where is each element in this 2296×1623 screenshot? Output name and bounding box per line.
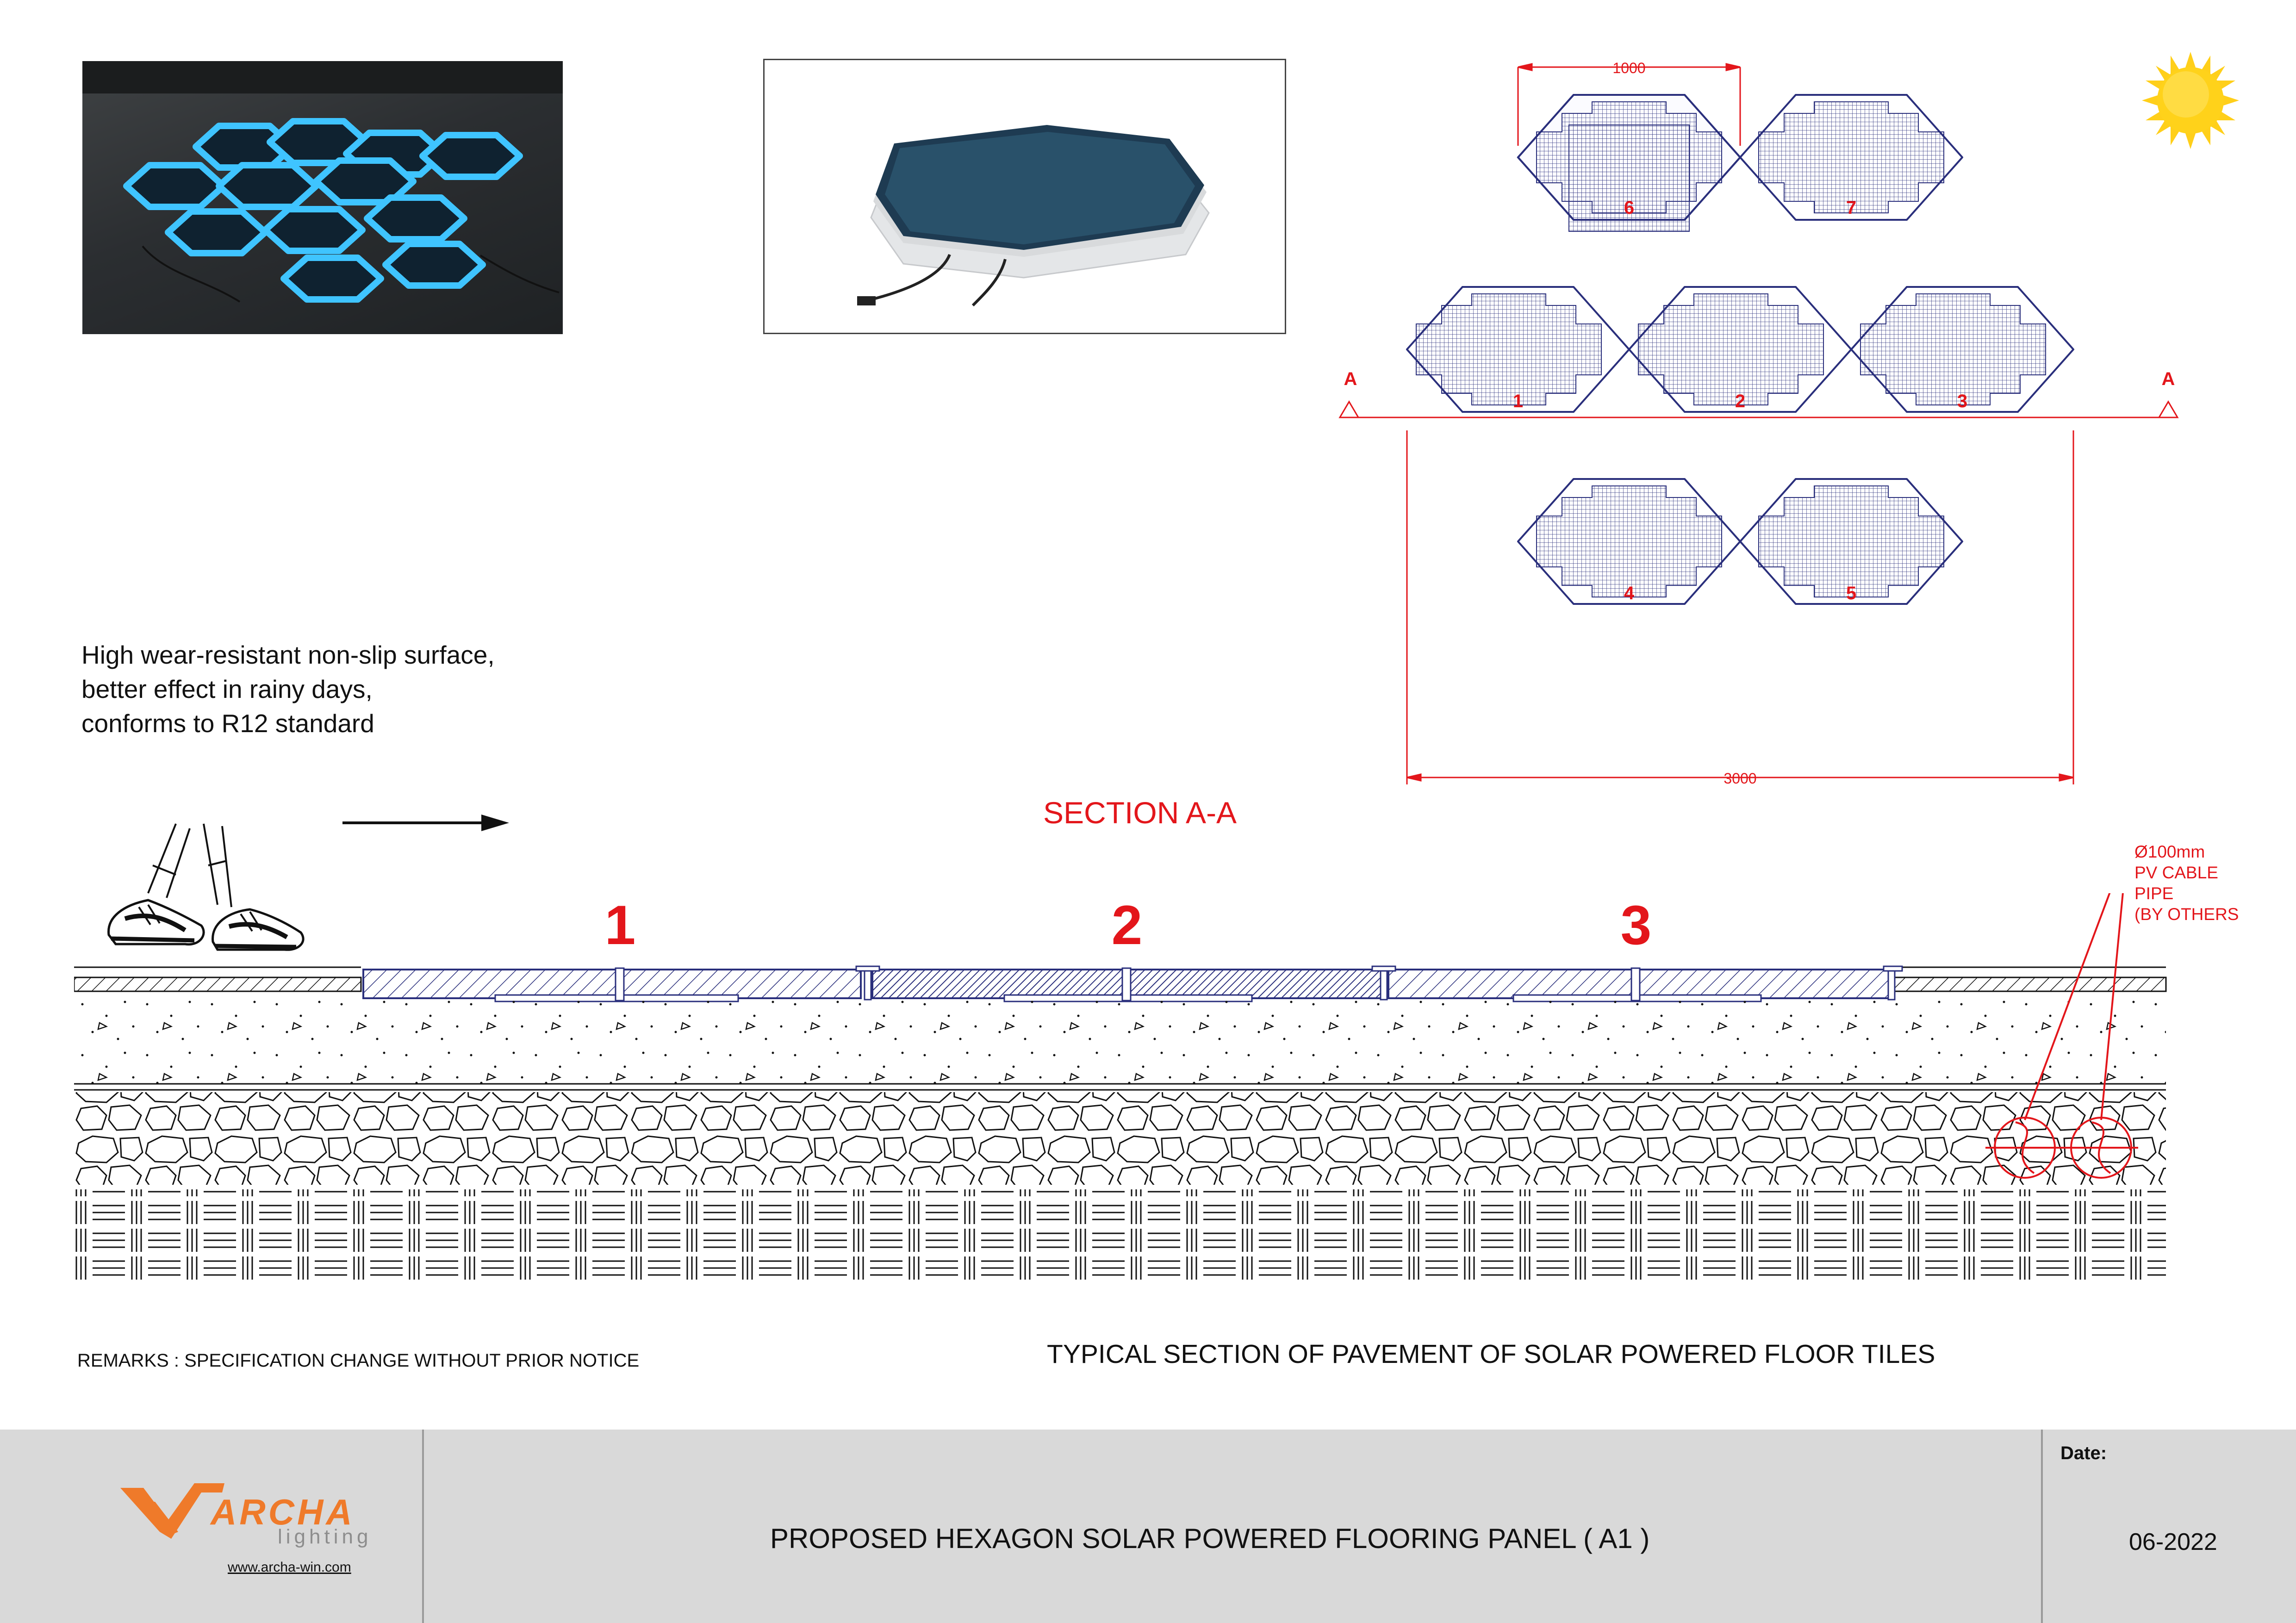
section-marker-left: A: [1344, 369, 1357, 389]
section-marker-right: A: [2162, 369, 2175, 389]
walking-feet-icon: [107, 823, 305, 951]
hex-outline-5: [1739, 478, 1963, 605]
photo-hex-panel-product: [763, 59, 1286, 334]
pipe-note-line-1: Ø100mm: [2134, 842, 2205, 861]
remarks-text: REMARKS : SPECIFICATION CHANGE WITHOUT P…: [77, 1350, 640, 1371]
drawing-title: PROPOSED HEXAGON SOLAR POWERED FLOORING …: [770, 1523, 1650, 1554]
feature-line-3: conforms to R12 standard: [81, 709, 374, 738]
section-title: SECTION A-A: [1043, 796, 1237, 830]
dim-top-label: 1000: [1612, 60, 1645, 76]
hex-outline-7: [1739, 94, 1963, 221]
section-tile-label-1: 1: [605, 894, 636, 956]
archa-logo-icon: [120, 1483, 224, 1539]
feature-description: High wear-resistant non-slip surface, be…: [81, 638, 495, 740]
title-block: [0, 1430, 2296, 1623]
glowing-tiles-illustration: [82, 61, 563, 303]
dim-bottom-label: 3000: [1724, 770, 1756, 787]
hex-label-2: 2: [1735, 391, 1745, 411]
sun-icon: [2142, 52, 2239, 149]
hexagon-layout-plan: 1000: [1338, 60, 2179, 787]
hex-label-6: 6: [1624, 198, 1634, 218]
pipe-note-line-4: (BY OTHERS: [2134, 905, 2239, 924]
section-tile-label-3: 3: [1621, 894, 1652, 956]
hex-label-3: 3: [1957, 391, 1967, 411]
pipe-note-line-3: PIPE: [2134, 884, 2174, 903]
feature-line-2: better effect in rainy days,: [81, 675, 373, 703]
pavement-cross-section: 1 2 3: [74, 893, 2167, 1282]
section-tile-3: [1388, 967, 1892, 1002]
hex-label-1: 1: [1513, 391, 1523, 411]
hex-label-5: 5: [1846, 583, 1856, 603]
hex-label-7: 7: [1846, 198, 1856, 218]
cable-pipe-note: Ø100mm PV CABLE PIPE (BY OTHERS: [2134, 841, 2239, 925]
feature-line-1: High wear-resistant non-slip surface,: [81, 640, 495, 669]
date-label: Date:: [2060, 1443, 2107, 1463]
section-tile-1: [362, 967, 862, 1002]
date-value: 06-2022: [2129, 1529, 2217, 1555]
section-tile-2: [871, 967, 1382, 1002]
section-caption: TYPICAL SECTION OF PAVEMENT OF SOLAR POW…: [1047, 1339, 1935, 1369]
hex-panel-illustration: [857, 125, 1210, 307]
hex-label-4: 4: [1624, 583, 1635, 603]
hex-outline-3: [1850, 286, 2074, 413]
pipe-note-line-2: PV CABLE: [2134, 863, 2218, 882]
photo-glowing-hex-tiles: [82, 61, 563, 334]
title-block-divider-left: [422, 1430, 424, 1623]
section-tile-label-2: 2: [1112, 894, 1143, 956]
logo-subtitle: lighting: [278, 1525, 372, 1548]
cable-pipe-icon: [1985, 893, 2138, 1179]
direction-arrow-icon: [342, 815, 509, 831]
title-block-divider-right: [2041, 1430, 2043, 1623]
logo-name: ARCHA: [211, 1492, 355, 1532]
company-website-link[interactable]: www.archa-win.com: [228, 1560, 351, 1575]
